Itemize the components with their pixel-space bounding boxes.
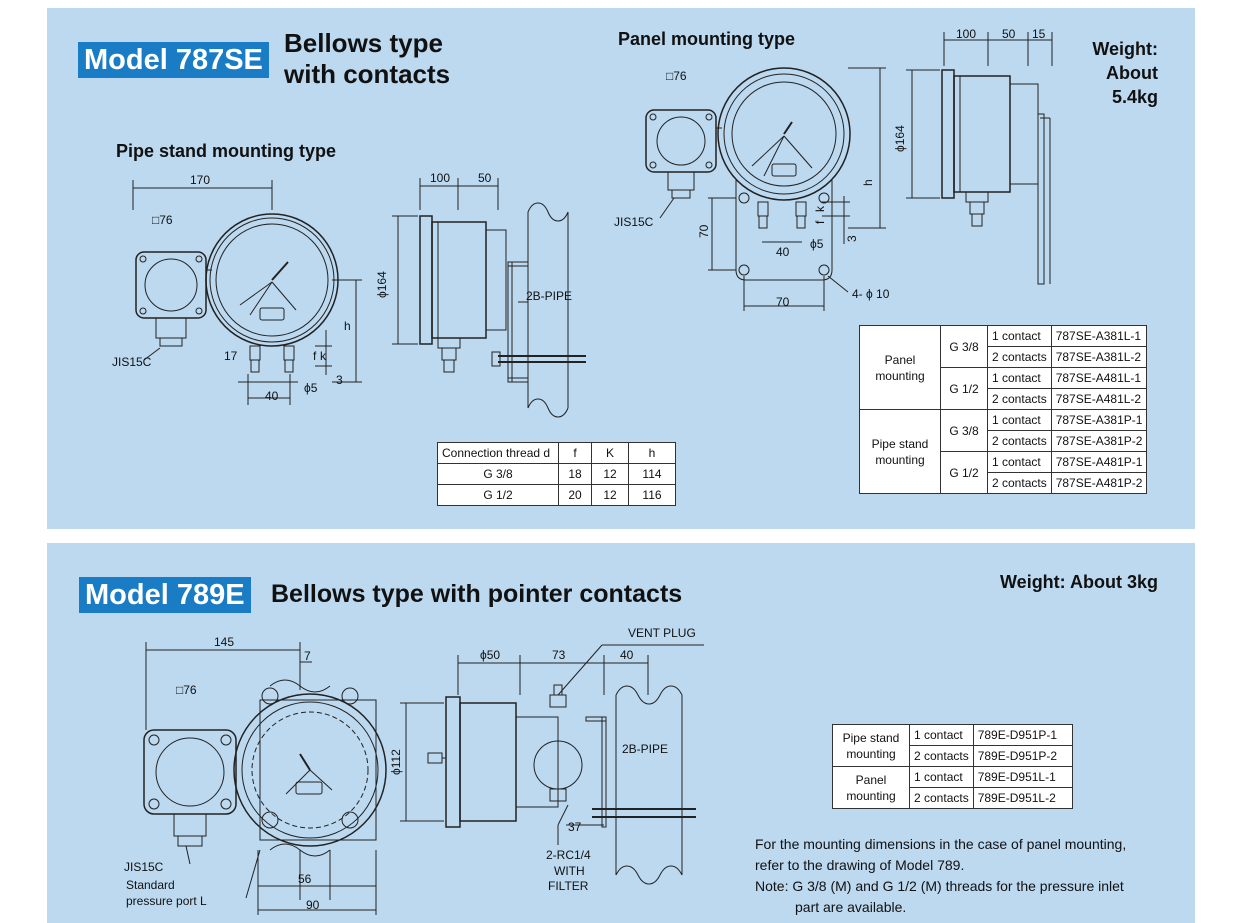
pressure-port-label: pressure port L [126,894,207,908]
pipe-stand-side-drawing: 100 50 2B-PIPE ϕ164 [375,171,586,418]
table-row: G 1/2 1 contact 787SE-A481P-1 [860,451,1148,494]
table-row: 2 contacts 789E-D951P-2 [833,745,1073,767]
panel-dim-70v: 70 [697,224,711,238]
dim-sq76: □76 [176,683,197,697]
panel-holes-label: 4- ϕ 10 [852,287,890,301]
dim-90: 90 [306,898,320,912]
panel-dim-sq76: □76 [666,69,687,83]
model-787se-title-line1: Bellows type [284,28,443,58]
panel-dim-k: k [813,205,827,212]
model-787se-title-line2: with contacts [284,59,451,89]
table-row: 2 contacts 787SE-A481L-2 [860,388,1148,410]
model-787se-table: Panel mounting G 3/8 1 contact 787SE-A38… [859,325,1148,494]
model-787se-weight: Weight: About 5.4kg [1092,39,1158,107]
table-row: 2 contacts 787SE-A481P-2 [860,472,1148,494]
dim-phi50: ϕ50 [480,648,500,662]
dim-40: 40 [620,648,634,662]
model-789e-title: Bellows type with pointer contacts [271,580,683,608]
model-787se-badge: Model 787SE [78,42,269,78]
dim-37: 37 [568,820,582,834]
dim-40: 40 [265,389,279,403]
table-row: 2 contacts 789E-D951L-2 [833,787,1073,809]
filter-label: FILTER [548,879,589,893]
table-row: Panel mounting 1 contact 789E-D951L-1 [832,766,1073,809]
panel-dim-phi5: ϕ5 [810,237,824,251]
panel-dim-f: f [813,220,827,224]
dim-73: 73 [552,648,566,662]
table-row: Pipe stand mounting G 3/8 1 contact 787S… [859,409,1148,494]
panel-mounting-heading: Panel mounting type [618,29,796,49]
table-row: G 1/2 20 12 116 [437,484,676,506]
dim-7: 7 [304,649,311,663]
dim-f: f [313,349,317,363]
vent-plug-label: VENT PLUG [628,626,696,640]
dim-17: 17 [224,349,238,363]
pipe-stand-front-drawing: 170 □76 JIS15C 17 f k 3 40 ϕ5 h [112,173,362,405]
pipe-label: 2B-PIPE [622,742,668,756]
side-dim-50: 50 [478,171,492,185]
thread-table-header: Connection thread d f K h [437,442,676,464]
model-789e-front-drawing: 145 7 □76 JIS15C Standard pressure port … [124,635,387,915]
table-row: Panel mounting G 3/8 1 contact 787SE-A38… [859,325,1148,410]
jis15c-label: JIS15C [124,860,164,874]
dim-145: 145 [214,635,234,649]
panel-side-dim-50: 50 [1002,27,1016,41]
model-789e-badge: Model 789E [79,577,251,613]
panel-side-dim-phi164: ϕ164 [893,125,907,152]
model-789e-table: Pipe stand mounting 1 contact 789E-D951P… [832,724,1073,809]
table-row: G 3/8 18 12 114 [437,463,676,485]
panel-dim-3: 3 [845,235,859,242]
panel-mount-front-drawing: □76 JIS15C 70 40 ϕ5 f k 3 h 70 4- ϕ 10 [614,67,890,311]
pipe-label: 2B-PIPE [526,289,572,303]
jis15c-label: JIS15C [112,355,152,369]
panel-side-dim-15: 15 [1032,27,1046,41]
dim-phi112: ϕ112 [389,749,403,775]
rc-label: 2-RC1/4 [546,848,591,862]
table-row: G 1/2 1 contact 787SE-A481L-1 [860,367,1148,410]
pipe-stand-heading: Pipe stand mounting type [116,141,337,161]
table-row: Pipe stand mounting 1 contact 789E-D951P… [832,724,1073,767]
dim-3: 3 [336,373,343,387]
side-dim-100: 100 [430,171,450,185]
panel-side-dim-100: 100 [956,27,976,41]
panel-jis15c-label: JIS15C [614,215,654,229]
panel-dim-70h: 70 [776,295,790,309]
table-row: 2 contacts 787SE-A381P-2 [860,430,1148,452]
panel-dim-40: 40 [776,245,790,259]
model-789e-side-drawing: ϕ50 73 40 VENT PLUG 2B-PIPE ϕ112 37 2-RC… [389,626,704,893]
dim-sq76: □76 [152,213,173,227]
dim-k: k [320,349,327,363]
with-label: WITH [554,864,585,878]
mounting-note: For the mounting dimensions in the case … [755,836,1127,915]
model-789e-weight: Weight: About 3kg [1000,572,1158,592]
thread-dimension-table: Connection thread d f K h G 3/8 18 12 11… [437,442,676,506]
side-dim-phi164: ϕ164 [375,271,389,298]
standard-label: Standard [126,878,175,892]
dim-h: h [344,319,351,333]
dim-phi5: ϕ5 [304,381,318,395]
panel-dim-h: h [861,179,875,186]
dim-56: 56 [298,872,312,886]
dim-170: 170 [190,173,210,187]
panel-mount-side-drawing: 100 50 15 ϕ164 [893,27,1053,285]
